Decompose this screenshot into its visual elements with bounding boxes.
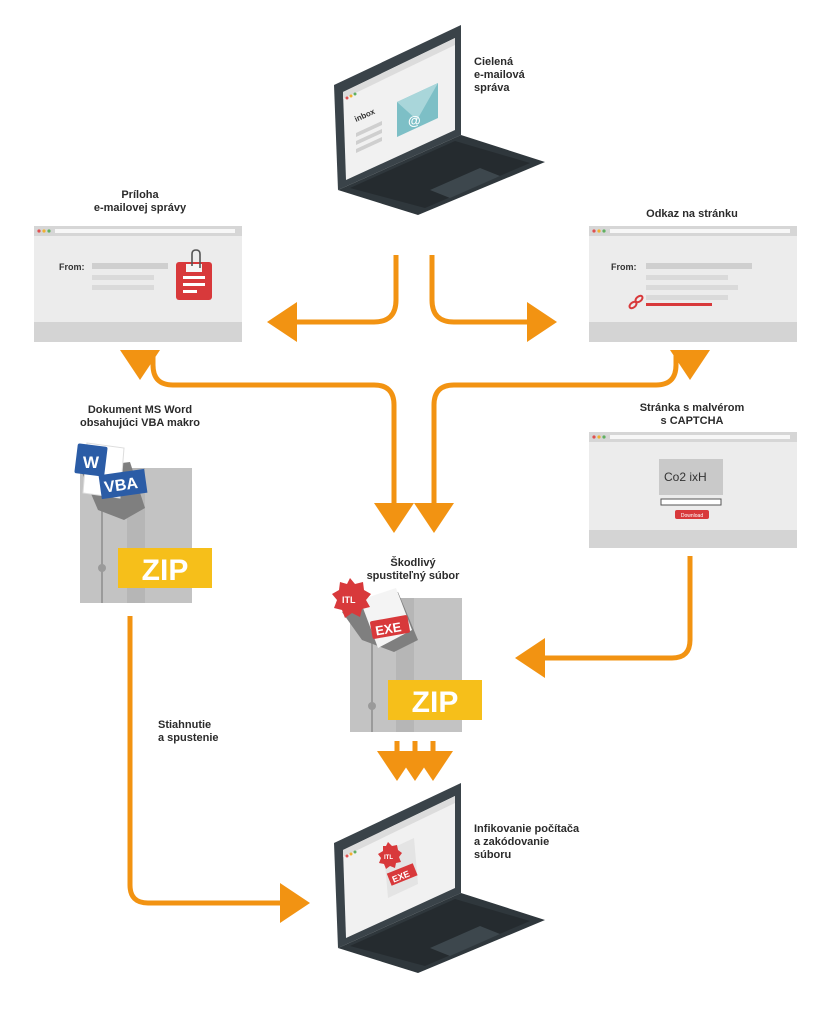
download-button[interactable] xyxy=(675,510,709,519)
arrow-attachment-to-exe xyxy=(150,350,414,533)
captcha-image xyxy=(659,459,723,495)
label-download-run: Stiahnutie a spustenie xyxy=(158,719,219,744)
itl-text: ITL xyxy=(342,595,356,605)
label-exe-file: Škodlivý spustiteľný súbor xyxy=(366,557,460,582)
itl-seal xyxy=(332,578,371,618)
word-document-icon: W VBA xyxy=(74,442,148,500)
infected-itl-seal xyxy=(378,842,402,869)
label-malware-page: Stránka s malvérom s CAPTCHA xyxy=(639,402,745,427)
paperclip-icon xyxy=(191,249,201,268)
zip-text-center: ZIP xyxy=(412,686,459,719)
at-sign: @ xyxy=(408,113,421,128)
captcha-malware-window: Co2 ixH Download xyxy=(589,432,797,548)
label-attachment: Príloha e-mailovej správy xyxy=(93,189,187,214)
flow-arrows xyxy=(120,255,710,923)
arrow-email-to-link xyxy=(429,255,557,342)
zip-label-left xyxy=(118,548,212,588)
arrow-email-to-attachment xyxy=(267,255,399,342)
download-button-label: Download xyxy=(681,513,703,519)
infected-itl-text: ITL xyxy=(384,855,393,861)
label-infection: Infikovanie počítača a zakódovanie súbor… xyxy=(474,823,580,861)
zip-text-left: ZIP xyxy=(142,554,189,587)
word-letter: W xyxy=(83,453,100,472)
label-link: Odkaz na stránku xyxy=(646,208,738,220)
word-zip-archive: W VBA ZIP xyxy=(74,442,212,603)
arrow-download-and-run xyxy=(127,616,310,923)
link-email-window: From: xyxy=(589,226,797,342)
top-laptop: inbox @ xyxy=(334,25,545,215)
captcha-input[interactable] xyxy=(660,498,722,506)
vba-label: VBA xyxy=(103,475,139,497)
label-word-doc: Dokument MS Word obsahujúci VBA makro xyxy=(79,404,200,429)
from-label-link: From: xyxy=(611,262,637,272)
arrow-malware-page-to-exe xyxy=(515,556,693,678)
zip-label-center xyxy=(388,680,482,720)
exe-zip-archive: EXE ITL ZIP xyxy=(332,578,482,732)
label-targeted-email: Cielená e-mailová správa xyxy=(474,56,525,94)
from-label: From: xyxy=(59,262,85,272)
chain-link-icon xyxy=(628,294,644,310)
bottom-laptop: EXE ITL xyxy=(334,783,545,973)
attachment-email-window: From: xyxy=(34,226,242,342)
exe-text: EXE xyxy=(374,619,403,638)
captcha-code: Co2 ixH xyxy=(664,470,707,484)
